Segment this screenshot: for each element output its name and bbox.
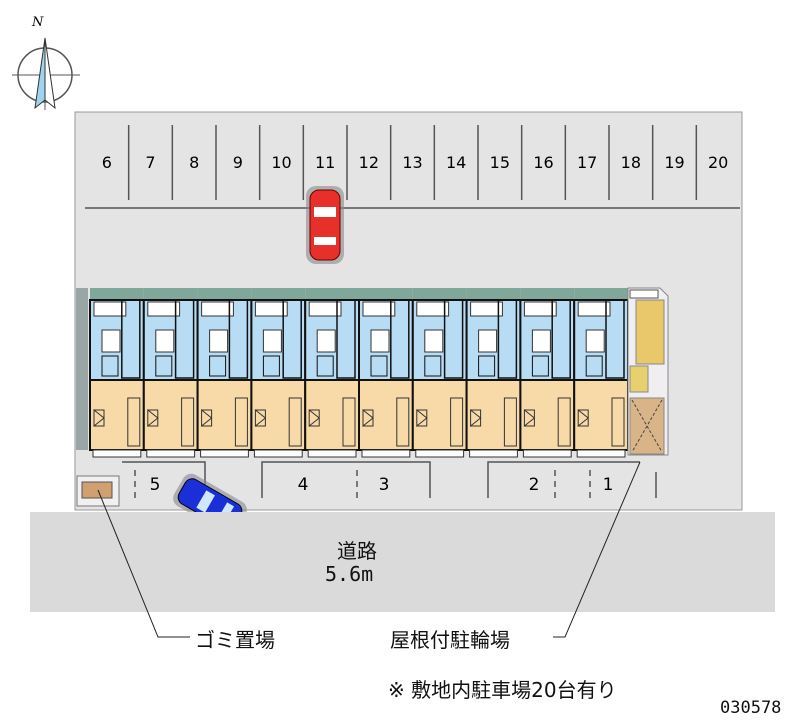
parking-3: 3: [379, 475, 390, 495]
apartment-unit: [519, 288, 576, 458]
apartment-unit: [89, 288, 145, 458]
parking-12: 12: [359, 153, 379, 172]
apartment-unit: [196, 288, 253, 458]
parking-18: 18: [621, 153, 641, 172]
parking-7: 7: [145, 153, 155, 172]
apartment-unit: [250, 288, 307, 458]
compass-icon: [12, 37, 80, 110]
road-label: 道路: [337, 539, 377, 563]
north-label: N: [31, 15, 44, 30]
parking-13: 13: [402, 153, 422, 172]
parking-14: 14: [446, 153, 466, 172]
road: [30, 512, 775, 612]
apartment-building: [89, 288, 630, 458]
parking-6: 6: [102, 153, 112, 172]
property-code: 030578: [720, 698, 782, 718]
apartment-unit: [411, 288, 468, 458]
parking-17: 17: [577, 153, 597, 172]
parking-10: 10: [271, 153, 291, 172]
parking-1: 1: [603, 475, 614, 495]
top-parking-area: 6 7 8 9 10 11 12 13 14 15 16 17 18 19 20: [102, 125, 728, 200]
parking-9: 9: [233, 153, 243, 172]
parking-8: 8: [189, 153, 199, 172]
parking-20: 20: [708, 153, 728, 172]
apartment-unit: [465, 288, 522, 458]
garbage-callout-line: [97, 489, 190, 638]
apartment-unit: [358, 288, 414, 458]
parking-11: 11: [315, 153, 335, 172]
parking-5: 5: [150, 475, 161, 495]
red-car-icon: [306, 186, 344, 264]
parking-16: 16: [533, 153, 553, 172]
apartment-unit: [304, 288, 361, 458]
covered-bicycle-parking: [627, 287, 669, 456]
parking-4: 4: [298, 475, 309, 495]
garbage-label: ゴミ置場: [195, 628, 275, 652]
apartment-unit: [142, 288, 199, 458]
apartment-unit: [573, 288, 630, 458]
parking-2: 2: [529, 475, 540, 495]
bicycle-parking-label: 屋根付駐輪場: [390, 628, 510, 652]
road-width: 5.6m: [325, 562, 374, 586]
parking-15: 15: [490, 153, 510, 172]
parking-19: 19: [664, 153, 684, 172]
bicycle-callout-line: [553, 461, 641, 638]
parking-note: ※ 敷地内駐車場20台有り: [388, 678, 617, 702]
